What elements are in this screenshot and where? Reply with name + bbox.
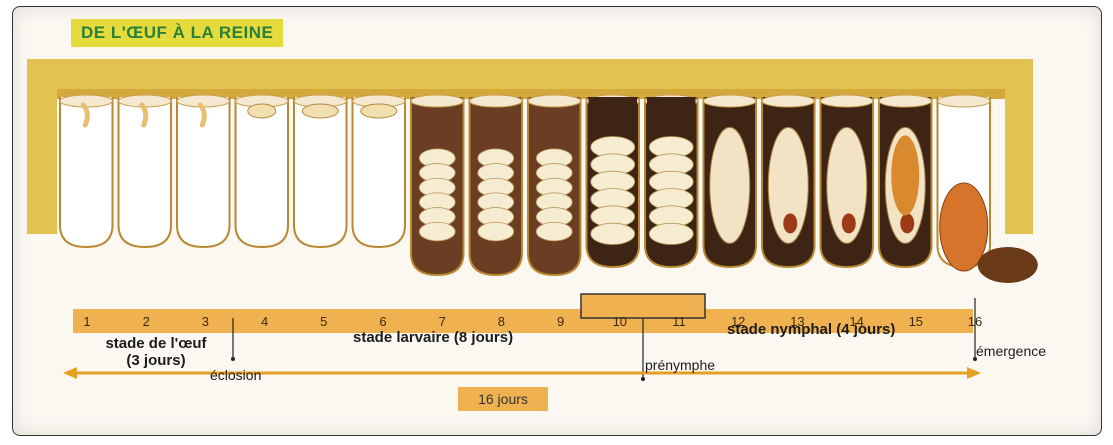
- larva-segment: [419, 222, 455, 241]
- larval-stage-label: stade larvaire (8 jours): [353, 329, 513, 346]
- cell-rim: [938, 95, 991, 107]
- cell-day-15: [879, 95, 932, 267]
- cell-cap: [647, 97, 696, 109]
- cell-rim: [528, 95, 581, 107]
- comb-right-wall: [1005, 59, 1033, 234]
- total-duration-label: 16 jours: [458, 391, 548, 407]
- day-label-6: 6: [379, 314, 386, 329]
- day-label-10: 10: [613, 314, 627, 329]
- cell-rim: [470, 95, 523, 107]
- egg-stage-label: stade de l'œuf (3 jours): [95, 335, 217, 369]
- cell-day-5: [294, 95, 347, 247]
- larva-segment: [478, 222, 514, 241]
- cell-day-3: [177, 95, 230, 247]
- day-label-5: 5: [320, 314, 327, 329]
- cell-wall: [353, 97, 406, 247]
- day-label-2: 2: [143, 314, 150, 329]
- total-arrow-right-head: [967, 367, 981, 379]
- larva: [361, 104, 397, 118]
- cell-day-8: [470, 95, 523, 275]
- cell-wall: [236, 97, 289, 247]
- cell-rim: [821, 95, 874, 107]
- emergence-label: émergence: [976, 343, 1046, 359]
- cell-day-6: [353, 95, 406, 247]
- nymph-body: [891, 135, 919, 215]
- nymph-eye: [783, 213, 797, 233]
- cell-day-12: [704, 95, 757, 267]
- day-label-7: 7: [439, 314, 446, 329]
- cell-rim: [762, 95, 815, 107]
- prepupa-dot: [641, 377, 645, 381]
- total-arrow-left-head: [63, 367, 77, 379]
- day-label-8: 8: [498, 314, 505, 329]
- cell-rim: [879, 95, 932, 107]
- cell-day-13: [762, 95, 815, 267]
- larva: [302, 104, 338, 118]
- larva-segment: [536, 222, 572, 241]
- day-label-11: 11: [672, 314, 686, 329]
- cell-day-11: [645, 95, 698, 267]
- cell-day-4: [236, 95, 289, 247]
- hatching-label: éclosion: [210, 367, 261, 383]
- cell-rim: [704, 95, 757, 107]
- larva: [248, 104, 276, 118]
- queen-head: [978, 247, 1038, 283]
- day-label-1: 1: [83, 314, 90, 329]
- cell-day-14: [821, 95, 874, 267]
- day-label-16: 16: [968, 314, 982, 329]
- nymph-eye: [842, 213, 856, 233]
- cell-rim: [411, 95, 464, 107]
- nymph: [710, 127, 750, 243]
- day-label-15: 15: [909, 314, 923, 329]
- cell-day-2: [119, 95, 172, 247]
- cell-wall: [294, 97, 347, 247]
- egg-stage-duration: (3 jours): [95, 352, 217, 369]
- day-label-9: 9: [557, 314, 564, 329]
- cell-day-1: [60, 95, 113, 247]
- figure-title: DE L'ŒUF À LA REINE: [71, 19, 283, 47]
- larva-segment: [649, 223, 693, 244]
- prepupa-box: [581, 294, 705, 318]
- cell-day-9: [528, 95, 581, 275]
- cell-cap: [589, 97, 638, 109]
- larva-segment: [591, 223, 635, 244]
- cell-day-10: [587, 95, 640, 267]
- nymphal-stage-label: stade nymphal (4 jours): [727, 321, 895, 338]
- comb-left-wall: [27, 59, 57, 234]
- day-label-4: 4: [261, 314, 268, 329]
- egg-stage-text: stade de l'œuf: [95, 335, 217, 352]
- prepupa-label: prénymphe: [645, 357, 715, 373]
- nymph-eye: [900, 213, 914, 233]
- cell-day-7: [411, 95, 464, 275]
- cells-layer: [60, 95, 1038, 283]
- day-label-3: 3: [202, 314, 209, 329]
- hatching-dot: [231, 357, 235, 361]
